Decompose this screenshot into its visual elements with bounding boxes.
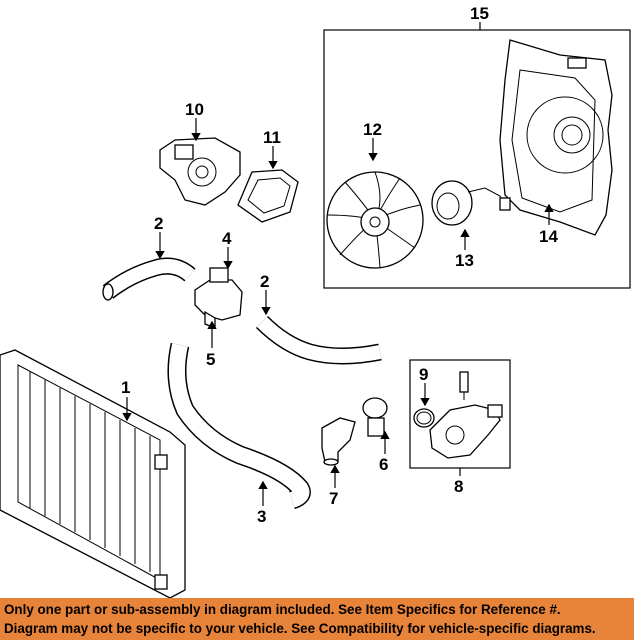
- hose-part-2-lower[interactable]: [255, 315, 382, 365]
- fan-assembly-box: [323, 29, 631, 289]
- callout-5: 5: [206, 350, 215, 369]
- fan-shroud-part-14[interactable]: [499, 39, 613, 236]
- callout-1: 1: [121, 378, 130, 397]
- callout-4: 4: [222, 229, 232, 248]
- temperature-sensor-part[interactable]: [459, 371, 469, 400]
- callout-2-upper: 2: [154, 214, 163, 233]
- callout-7: 7: [329, 489, 338, 508]
- parts-diagram: 1 2 2 3 4 5 6 7 8 9 10 11 12 13 14 15: [0, 4, 631, 598]
- callout-14: 14: [539, 227, 558, 246]
- callout-15: 15: [470, 4, 489, 23]
- callout-8: 8: [454, 477, 463, 496]
- thermostat-housing-part-4[interactable]: [194, 267, 243, 329]
- disclaimer-line-2: Diagram may not be specific to your vehi…: [4, 621, 596, 636]
- fan-blade-part-12[interactable]: [326, 171, 424, 269]
- callout-12: 12: [363, 120, 382, 139]
- callout-11: 11: [263, 128, 281, 147]
- callout-6: 6: [379, 455, 388, 474]
- gasket-part-11[interactable]: [237, 169, 299, 223]
- o-ring-part-9[interactable]: [413, 408, 435, 428]
- callout-13: 13: [455, 251, 474, 270]
- disclaimer-line-1: Only one part or sub-assembly in diagram…: [4, 602, 561, 617]
- water-pump-part-10[interactable]: [159, 137, 241, 206]
- disclaimer-banner: Only one part or sub-assembly in diagram…: [0, 598, 634, 640]
- lower-hose-part-3[interactable]: [167, 342, 311, 510]
- inlet-pipe-part-7[interactable]: [321, 417, 356, 466]
- callout-9: 9: [419, 365, 428, 384]
- callout-2-lower: 2: [260, 272, 269, 291]
- hose-part-2-upper[interactable]: [102, 257, 196, 301]
- water-outlet-housing-part[interactable]: [429, 404, 503, 459]
- fan-motor-part-13[interactable]: [431, 180, 511, 226]
- thermostat-part-6[interactable]: [362, 397, 388, 437]
- callout-10: 10: [185, 100, 204, 119]
- callout-3: 3: [257, 507, 266, 526]
- radiator-part-1[interactable]: [0, 349, 186, 598]
